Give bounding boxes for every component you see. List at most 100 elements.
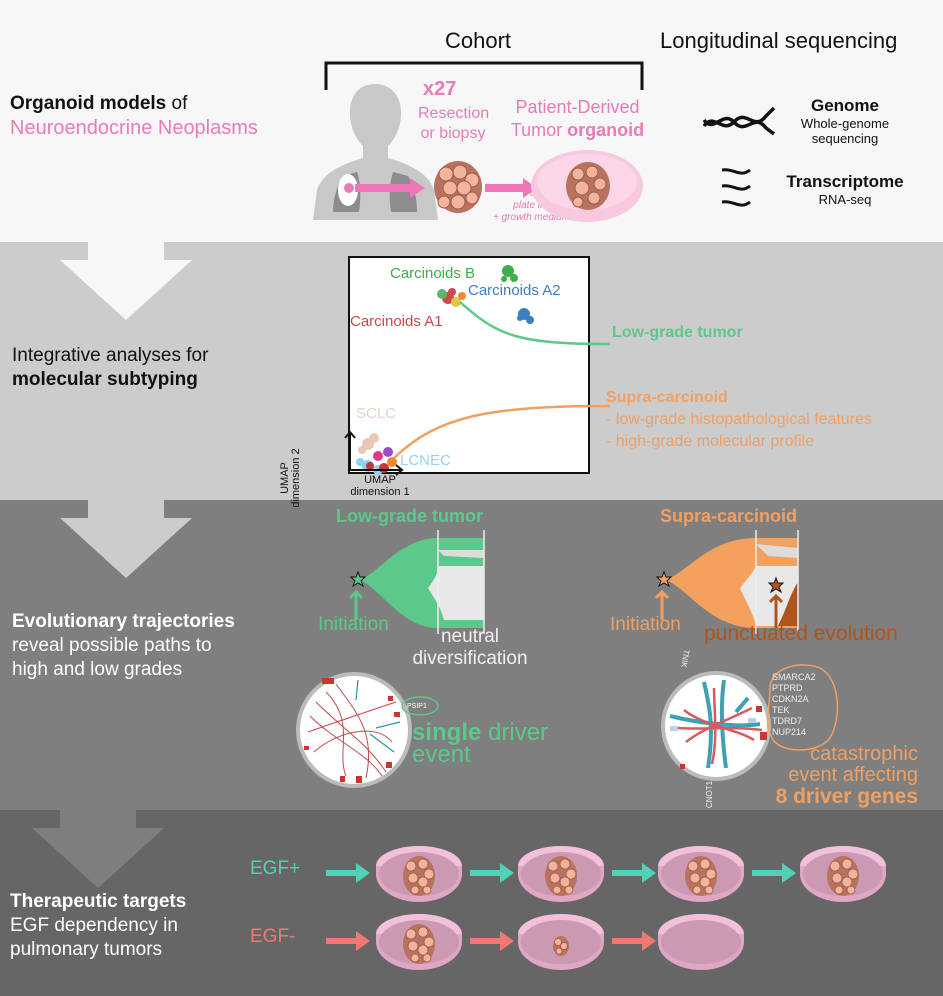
- transcriptome-sub: RNA-seq: [818, 192, 872, 207]
- label-carcinoids-b: Carcinoids B: [390, 265, 476, 282]
- section1-title-bold: Organoid models: [10, 93, 167, 114]
- fishplot-low-grade: [348, 530, 485, 634]
- single-line2: event: [412, 741, 471, 768]
- pdto-line2-bold: organoid: [567, 120, 645, 140]
- egf-plus-row: [326, 846, 886, 902]
- neutral-line1: neutral: [440, 626, 500, 647]
- resection-line2: or biopsy: [420, 125, 486, 142]
- genome-sub2: sequencing: [811, 131, 879, 146]
- initiation-arrow-icon: [348, 589, 364, 620]
- cluster-carcinoids-a1: [437, 288, 466, 307]
- teal-arrow-icon: [326, 863, 370, 883]
- circos-plot-supra-carcinoid: [661, 671, 771, 781]
- organoid-dish: [376, 914, 462, 970]
- punctuated-arrow-icon: [768, 593, 784, 628]
- supra-initiation-label: Initiation: [610, 614, 681, 635]
- axis-label-x: UMAP dimension 1: [340, 474, 420, 498]
- salmon-arrow-icon: [470, 931, 514, 951]
- genome-block: Genome Whole-genome sequencing: [790, 96, 900, 146]
- protocol-line3: + growth medium: [493, 212, 570, 223]
- section2-title-line2: molecular subtyping: [12, 369, 198, 390]
- gene-label: PTPRD: [772, 683, 803, 693]
- pdto-line2-plain: Tumor: [510, 120, 568, 140]
- initiation-arrow-icon: [654, 589, 670, 620]
- supra-feature-2: - high-grade molecular profile: [606, 433, 815, 450]
- gene-psip1: PSIP1: [407, 703, 427, 710]
- cohort-bracket: [324, 61, 644, 90]
- cohort-label: Cohort: [445, 28, 512, 53]
- circos-plot-low-grade: [296, 672, 412, 788]
- genome-sub1: Whole-genome: [800, 116, 890, 131]
- gene-label: CDKN2A: [772, 694, 809, 704]
- transcriptome-block: Transcriptome RNA-seq: [775, 172, 915, 207]
- umap-plot: [348, 256, 590, 474]
- gene-label: SMARCA2: [772, 672, 816, 682]
- umap-clusters: [344, 265, 611, 476]
- section3-title-bold: Evolutionary trajectories: [12, 611, 235, 632]
- down-arrow-icon: [32, 810, 164, 888]
- section1-subtitle: Neuroendocrine Neoplasms: [10, 117, 258, 139]
- section1-title-rest: of: [166, 93, 188, 114]
- arrow-to-organoid-icon: [485, 178, 537, 198]
- salmon-arrow-icon: [612, 931, 656, 951]
- supra-carcinoid-block: Supra-carcinoid - low-grade histopatholo…: [606, 387, 872, 453]
- catastrophic-label: catastrophic event affecting 8 driver ge…: [720, 743, 918, 808]
- pdto-label: Patient-Derived Tumor organoid: [505, 96, 650, 142]
- egf-minus-row: [326, 914, 744, 970]
- supra-gene-list: SMARCA2 PTPRD CDKN2A TEK TDRD7 NUP214: [772, 672, 816, 738]
- section4-title-bold: Therapeutic targets: [10, 891, 187, 912]
- axis-x-line2: dimension 1: [350, 486, 410, 498]
- tumor-tissue-icon: [434, 161, 482, 213]
- transcriptome-title: Transcriptome: [786, 172, 904, 191]
- human-silhouette-icon: [313, 84, 438, 220]
- section2-title-line1: Integrative analyses for: [12, 345, 209, 366]
- single-bold: single: [412, 719, 482, 746]
- gene-callout-cluster: [767, 664, 839, 751]
- organoid-dish: [518, 914, 604, 970]
- cluster-sclc: [358, 433, 379, 454]
- teal-arrow-icon: [612, 863, 656, 883]
- axis-arrow-x: [350, 464, 404, 476]
- low-initiation-label: Initiation: [318, 614, 389, 635]
- trajectory-low-grade: [459, 301, 611, 346]
- egf-assay-diagram: [326, 846, 886, 970]
- rna-strands-icon: [721, 168, 751, 207]
- low-grade-title: Low-grade tumor: [336, 506, 483, 526]
- punctuated-label: punctuated evolution: [704, 622, 898, 645]
- axis-arrow-y: [344, 430, 356, 470]
- teal-arrow-icon: [752, 863, 796, 883]
- organoid-dish-icon: [531, 150, 643, 222]
- gene-label: TDRD7: [772, 716, 803, 726]
- punctuated-star-icon: [767, 576, 785, 594]
- label-carcinoids-a2: Carcinoids A2: [468, 282, 561, 299]
- initiation-star-icon: [655, 570, 673, 588]
- gene-label: TEK: [772, 705, 790, 715]
- down-arrow-icon: [60, 242, 192, 320]
- label-carcinoids-a1: Carcinoids A1: [350, 313, 443, 330]
- resection-line1: Resection: [418, 105, 490, 122]
- arrow-to-biopsy-icon: [355, 178, 425, 198]
- supra-title: Supra-carcinoid: [660, 506, 798, 526]
- label-sclc: SCLC: [356, 405, 397, 422]
- egf-minus-label: EGF-: [250, 926, 296, 947]
- cluster-carcinoids-b: [501, 265, 518, 282]
- catastrophic-line1: catastrophic: [810, 743, 918, 765]
- section2-title: Integrative analyses for molecular subty…: [12, 344, 208, 392]
- cluster-carcinoids-a2: [517, 308, 534, 324]
- section3-title: Evolutionary trajectories reveal possibl…: [12, 610, 235, 682]
- resection-label: Resection or biopsy: [418, 104, 490, 144]
- axis-x-line1: UMAP: [364, 474, 396, 486]
- psip1-callout: [401, 696, 439, 716]
- section3-title-line3: high and low grades: [12, 659, 183, 680]
- trajectory-supra-carcinoid: [393, 404, 611, 459]
- genome-title: Genome: [810, 96, 880, 115]
- cohort-count: x27: [423, 78, 457, 100]
- organoid-dish: [376, 846, 462, 902]
- organoid-dish-empty: [658, 914, 744, 970]
- section4-title-line3: pulmonary tumors: [10, 939, 163, 960]
- catastrophic-line2: event affecting: [788, 764, 918, 786]
- section3-title-line2: reveal possible paths to: [12, 635, 212, 656]
- supra-feature-1: - low-grade histopathological features: [606, 411, 872, 428]
- sequencing-title: Longitudinal sequencing: [660, 28, 898, 53]
- single-rest: driver: [481, 719, 549, 746]
